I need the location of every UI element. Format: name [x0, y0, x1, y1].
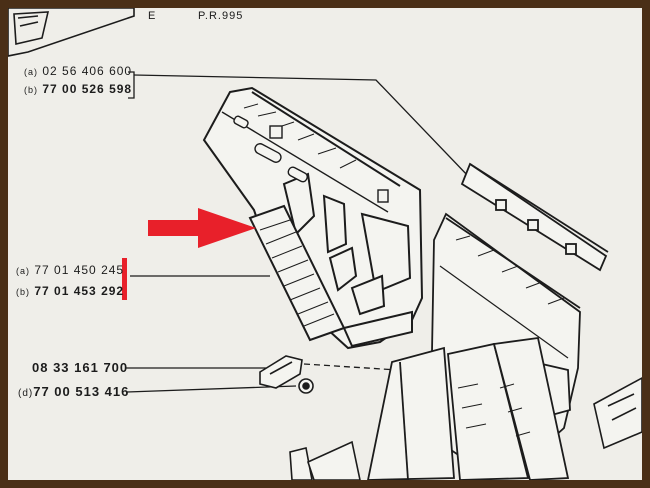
part-number-row: (b) 77 00 526 598	[24, 82, 132, 96]
part-variant: (d)	[18, 388, 34, 399]
part-number: 77 00 526 598	[42, 82, 133, 96]
part-number: 08 33 161 700	[32, 360, 129, 375]
part-number: 77 01 450 245	[34, 263, 125, 277]
part-number-row: (a) 02 56 406 600	[24, 64, 132, 78]
clip-part	[259, 355, 303, 389]
highlight-bracket	[122, 258, 127, 300]
part-variant: (b)	[16, 287, 30, 297]
panel-hatching	[243, 103, 357, 327]
part-variant: (b)	[24, 85, 38, 95]
part-number-row: (a) 77 01 450 245	[16, 263, 124, 277]
part-number: 77 00 513 416	[33, 384, 130, 399]
page-reference: P.R.995	[198, 10, 244, 22]
leader-lines	[125, 71, 471, 393]
part-variant: (a)	[16, 266, 30, 276]
part-number-row: 08 33 161 700	[32, 360, 128, 375]
part-variant: (a)	[24, 67, 38, 77]
part-number-row: (b) 77 01 453 292	[16, 284, 124, 298]
upper-rail-part	[460, 162, 609, 272]
panel-slots	[233, 115, 389, 203]
part-number: 02 56 406 600	[42, 64, 133, 78]
rear-wheel-arch-panel	[202, 86, 424, 350]
section-letter: E	[148, 10, 157, 22]
lower-bracket-fragment	[289, 440, 361, 480]
assembly-hatching	[455, 235, 565, 437]
part-number: 77 01 453 292	[34, 284, 125, 298]
highlight-arrow	[148, 208, 256, 248]
previous-part-fragment	[8, 8, 135, 57]
adjacent-part-fragment	[593, 377, 642, 450]
nut-part	[298, 378, 314, 394]
catalog-page: E P.R.995 (a) 02 56 406 600 (b) 77 00 52…	[8, 8, 642, 480]
exploded-view-drawing	[8, 8, 642, 480]
inner-wheel-housing-assembly	[367, 212, 581, 480]
part-number-row: (d)77 00 513 416	[18, 384, 129, 399]
